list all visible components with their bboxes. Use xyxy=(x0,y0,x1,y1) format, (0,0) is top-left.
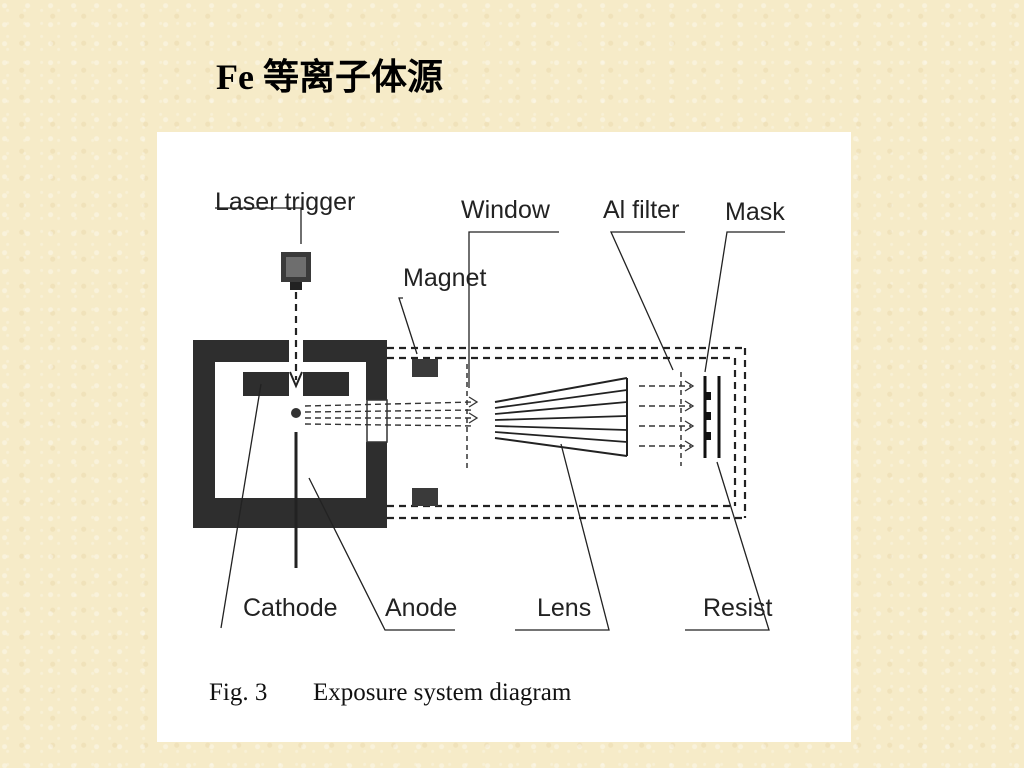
leader-anode xyxy=(308,477,455,631)
label-mask: Mask xyxy=(725,198,785,226)
mask-feature xyxy=(705,392,711,400)
figure-caption: Exposure system diagram xyxy=(313,679,572,706)
label-anode: Anode xyxy=(385,594,457,622)
plasma-chamber xyxy=(193,340,387,528)
label-al-filter: Al filter xyxy=(603,196,679,224)
magnet-top xyxy=(412,359,438,377)
label-laser-trigger: Laser trigger xyxy=(215,188,355,216)
label-magnet: Magnet xyxy=(403,264,486,292)
mask-feature xyxy=(705,432,711,440)
label-window: Window xyxy=(461,196,551,224)
leader-laser-trigger xyxy=(215,207,302,244)
label-cathode: Cathode xyxy=(243,594,338,622)
leader-cathode xyxy=(220,383,262,629)
leader-resist xyxy=(685,461,770,631)
label-lens: Lens xyxy=(537,594,591,622)
leader-al-filter xyxy=(609,231,685,371)
mask-feature xyxy=(705,412,711,420)
chamber-window xyxy=(366,399,388,443)
exposure-system-diagram: Laser trigger Window Al filter Mask Magn… xyxy=(193,188,785,706)
plasma-beams xyxy=(304,396,479,427)
figure-panel: Laser trigger Window Al filter Mask Magn… xyxy=(157,132,851,742)
slide-title: Fe 等离子体源 xyxy=(216,57,443,97)
leader-magnet xyxy=(398,297,418,355)
laser-beam-arrowhead xyxy=(289,371,303,389)
cathode-tip xyxy=(291,408,301,418)
anode-block-right xyxy=(303,372,349,396)
label-resist: Resist xyxy=(703,594,773,622)
beam-tube xyxy=(387,346,747,520)
leader-window xyxy=(468,231,559,388)
leader-lens xyxy=(515,443,610,631)
focused-beams xyxy=(639,380,695,452)
laser-trigger-device xyxy=(281,252,311,290)
leader-mask xyxy=(704,231,785,373)
figure-number: Fig. 3 xyxy=(209,679,267,706)
anode-block-left xyxy=(243,372,289,396)
lens-element xyxy=(494,377,628,457)
magnet-bottom xyxy=(412,488,438,506)
